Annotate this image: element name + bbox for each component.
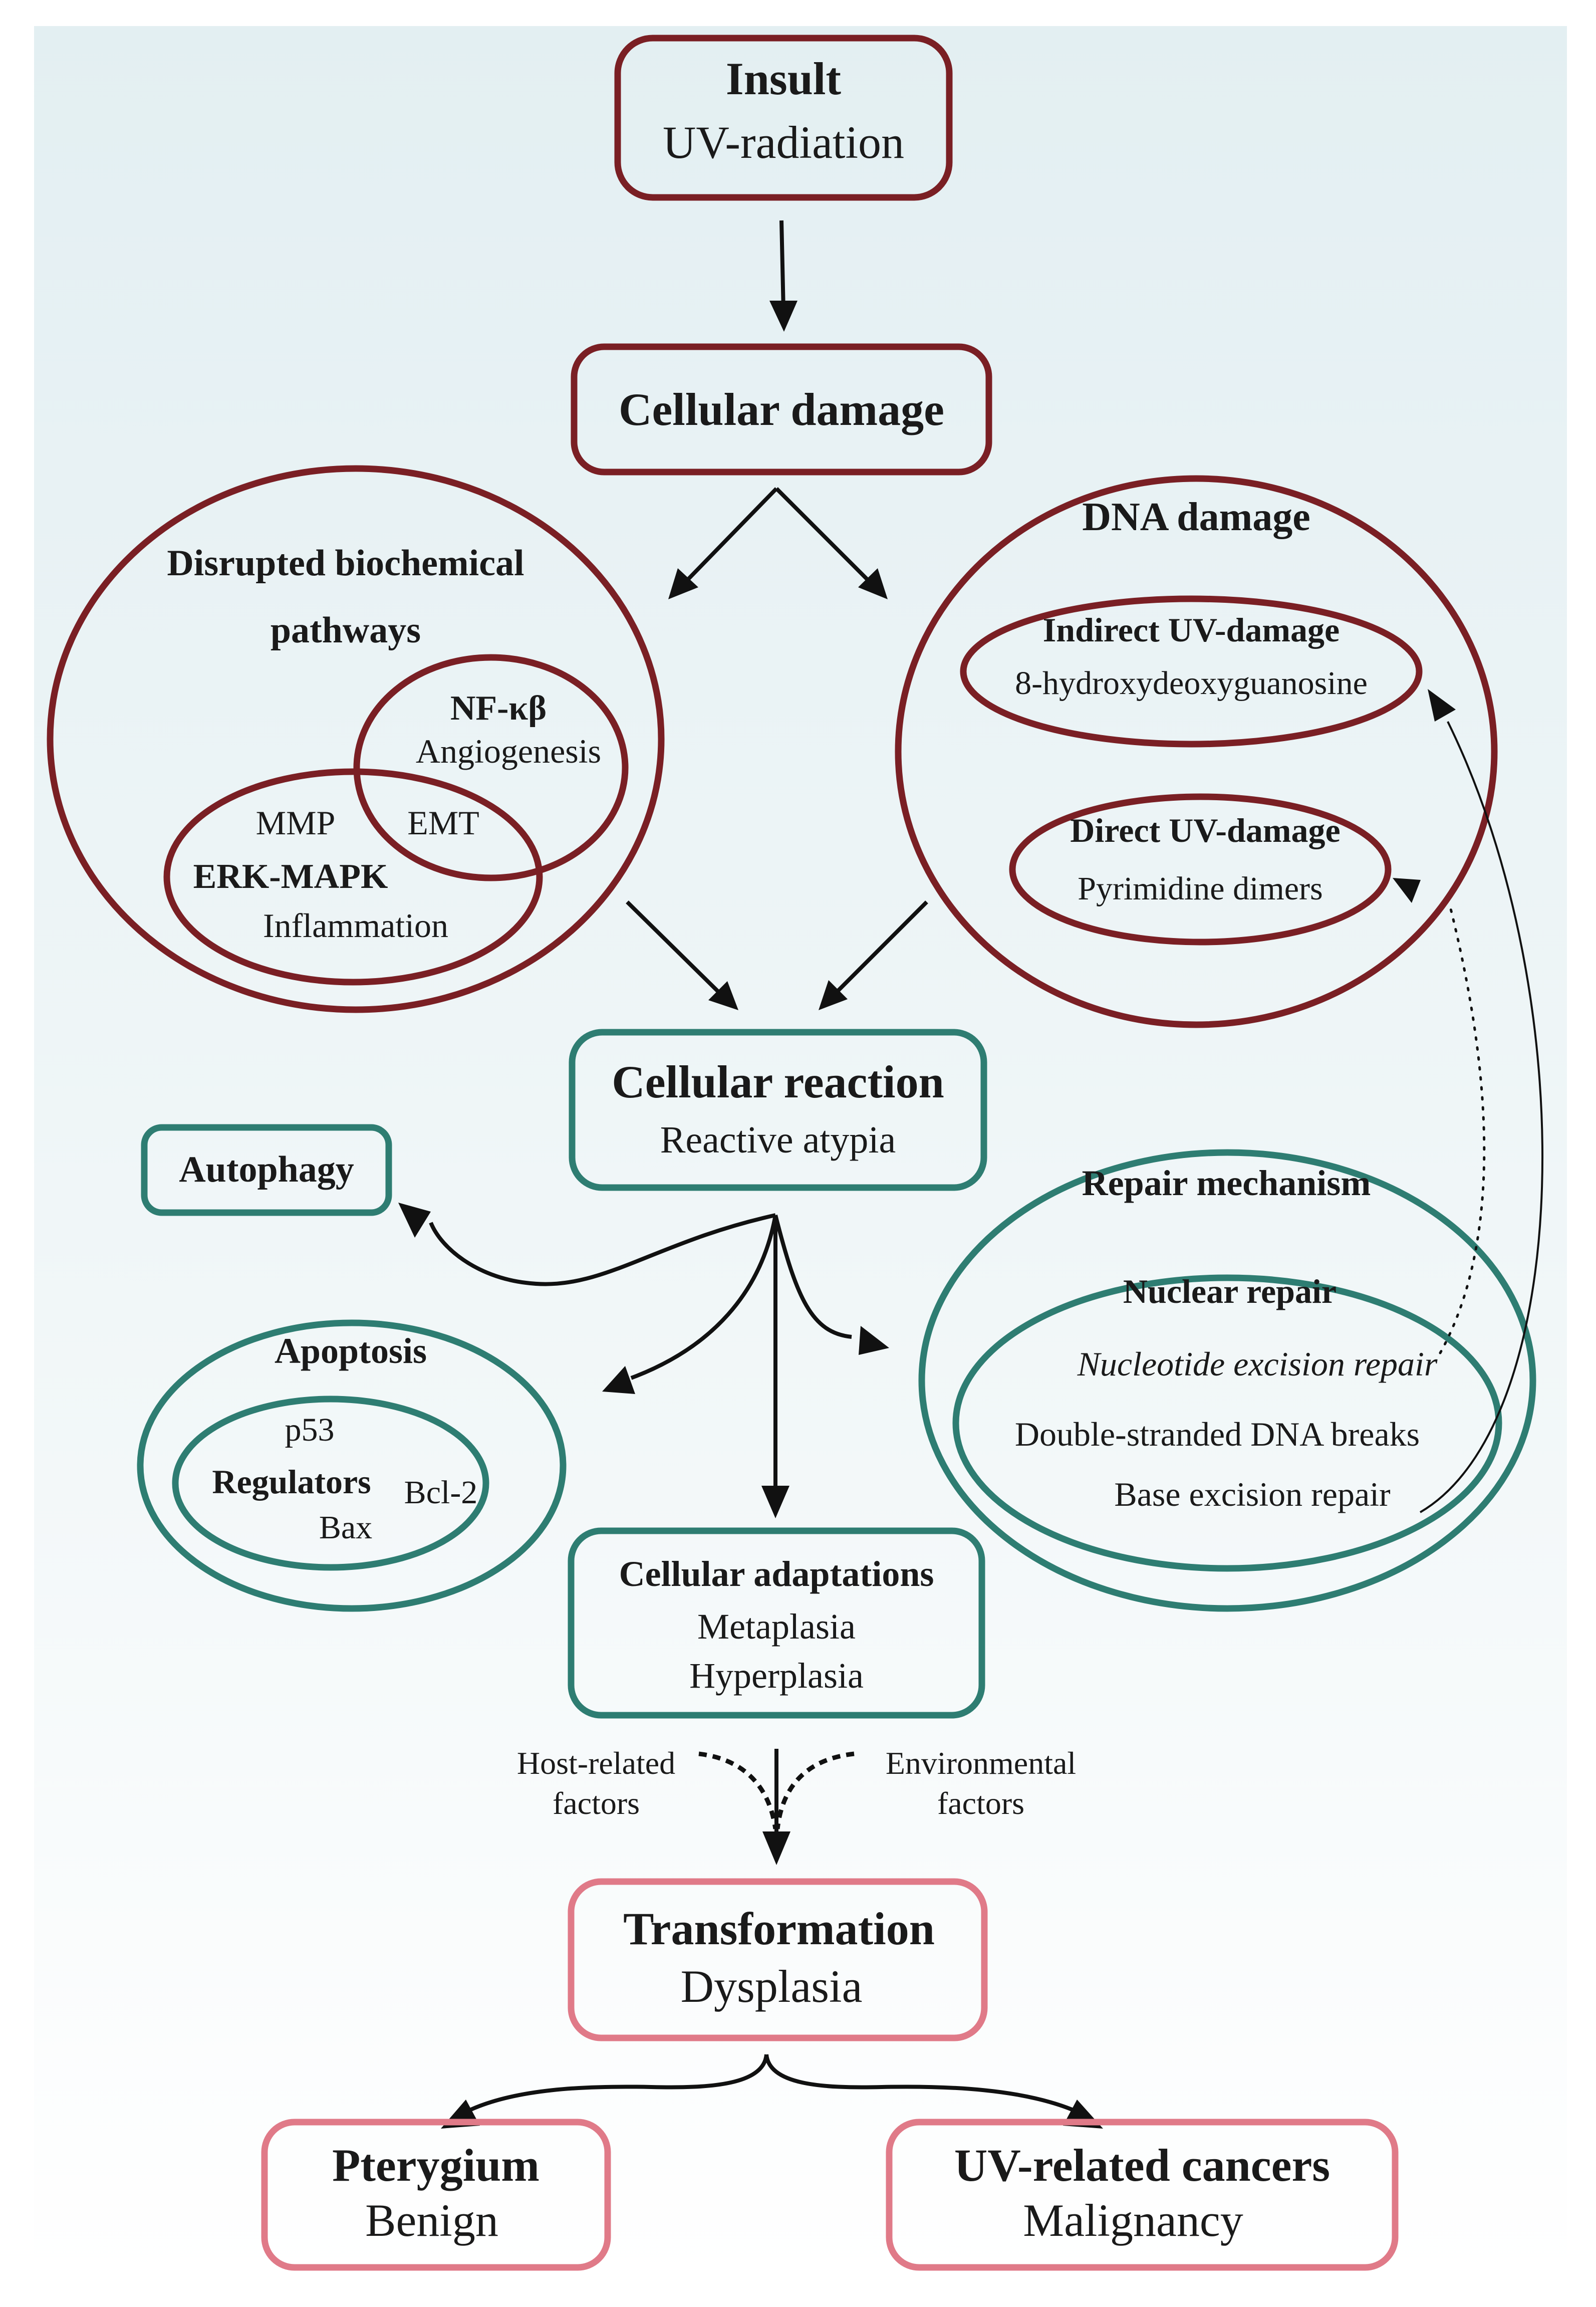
repair-mechanism-circle <box>918 1149 1536 1612</box>
direct-damage-ellipse <box>1009 793 1392 946</box>
apoptosis-circle <box>137 1319 567 1612</box>
arrowhead <box>1428 689 1456 722</box>
nfkb-circle <box>353 654 629 881</box>
arrowhead <box>1393 878 1421 903</box>
direct-damage-title: Direct UV-damage <box>1070 811 1340 849</box>
dna-damage-title: DNA damage <box>1082 495 1310 539</box>
arrow-damage-to-dna <box>775 487 876 588</box>
erk-mapk-label: ERK-MAPK <box>193 857 388 896</box>
hyperplasia-label: Hyperplasia <box>689 1656 864 1696</box>
metaplasia-label: Metaplasia <box>697 1606 856 1647</box>
pterygium-title: Pterygium <box>332 2140 540 2191</box>
apoptosis-title: Apoptosis <box>275 1331 427 1371</box>
transformation-title: Transformation <box>623 1903 935 1954</box>
pterygium-box <box>261 2119 611 2271</box>
arrow-damage-to-pathways <box>680 487 778 588</box>
direct-damage-subtitle: Pyrimidine dimers <box>1078 870 1322 907</box>
emt-label: EMT <box>407 804 479 842</box>
arrow-reaction-to-autophagy <box>429 1213 776 1286</box>
dna-damage-circle <box>895 475 1498 1028</box>
arrow-reaction-to-apoptosis <box>630 1215 777 1380</box>
arrowhead <box>602 1366 635 1394</box>
arrowhead <box>858 568 888 599</box>
inflammation-label: Inflammation <box>263 906 448 945</box>
host-factors-link <box>698 1751 778 1829</box>
transformation-box <box>568 1878 988 2041</box>
cellular-reaction-box <box>569 1029 987 1191</box>
autophagy-title: Autophagy <box>179 1149 354 1190</box>
cancers-title: UV-related cancers <box>954 2140 1330 2191</box>
arrowhead <box>769 301 797 332</box>
brace-to-pterygium <box>470 2054 768 2112</box>
nuclear-repair-ellipse <box>952 1274 1502 1572</box>
cellular-damage-box <box>571 343 992 476</box>
arrowhead <box>708 981 738 1010</box>
host-factors-line1: Host-related <box>517 1745 675 1781</box>
insult-box <box>614 35 953 201</box>
angiogenesis-label: Angiogenesis <box>416 732 601 770</box>
background <box>34 26 1567 2281</box>
pterygium-subtitle: Benign <box>365 2195 498 2246</box>
insult-title: Insult <box>726 53 841 104</box>
cellular-reaction-subtitle: Reactive atypia <box>660 1119 896 1161</box>
cellular-damage-title: Cellular damage <box>619 384 944 435</box>
env-factors-line2: factors <box>937 1785 1024 1821</box>
transformation-subtitle: Dysplasia <box>681 1961 863 2012</box>
regulators-label: Regulators <box>212 1463 371 1501</box>
env-factors-line1: Environmental <box>886 1745 1076 1781</box>
cancers-box <box>886 2119 1399 2271</box>
disrupted-title-line2: pathways <box>271 610 421 651</box>
arrowhead <box>668 568 698 599</box>
erk-mapk-circle <box>163 768 543 986</box>
disrupted-pathways-circle <box>47 465 665 1013</box>
env-factors-link <box>775 1751 855 1829</box>
ner-label: Nucleotide excision repair <box>1077 1345 1438 1383</box>
brace-to-cancers <box>764 2054 1073 2112</box>
cellular-reaction-title: Cellular reaction <box>612 1056 944 1107</box>
p53-label: p53 <box>285 1412 335 1448</box>
nfkb-label: NF-κβ <box>450 689 547 728</box>
indirect-damage-ellipse <box>960 595 1423 748</box>
cancers-subtitle: Malignancy <box>1023 2195 1243 2246</box>
dsb-label: Double-stranded DNA breaks <box>1015 1415 1420 1453</box>
regulators-ellipse <box>172 1396 489 1571</box>
ber-label: Base excision repair <box>1114 1475 1391 1513</box>
cellular-adaptations-title: Cellular adaptations <box>619 1554 934 1594</box>
arrowhead <box>398 1203 431 1238</box>
bax-label: Bax <box>319 1509 372 1546</box>
repair-mechanism-title: Repair mechanism <box>1082 1163 1371 1203</box>
arrow-insult-to-damage <box>779 220 785 311</box>
arrowhead <box>819 980 848 1010</box>
arrowhead <box>762 1831 790 1865</box>
host-factors-line2: factors <box>553 1785 640 1821</box>
mmp-label: MMP <box>256 804 336 842</box>
autophagy-box <box>141 1124 392 1216</box>
nuclear-repair-title: Nuclear repair <box>1123 1272 1337 1310</box>
arrowhead <box>761 1486 789 1518</box>
cellular-adaptations-box <box>568 1527 985 1719</box>
ber-to-indirect-damage-link <box>1419 721 1544 1513</box>
indirect-damage-title: Indirect UV-damage <box>1043 611 1340 649</box>
arrow-dna-to-reaction <box>830 900 928 999</box>
arrow-pathways-to-reaction <box>626 900 725 999</box>
insult-subtitle: UV-radiation <box>663 117 904 168</box>
arrow-reaction-to-repair <box>773 1215 852 1339</box>
bcl2-label: Bcl-2 <box>404 1474 478 1511</box>
arrowhead <box>859 1326 889 1355</box>
disrupted-title-line1: Disrupted biochemical <box>167 543 524 584</box>
indirect-damage-subtitle: 8-hydroxydeoxyguanosine <box>1015 665 1368 702</box>
